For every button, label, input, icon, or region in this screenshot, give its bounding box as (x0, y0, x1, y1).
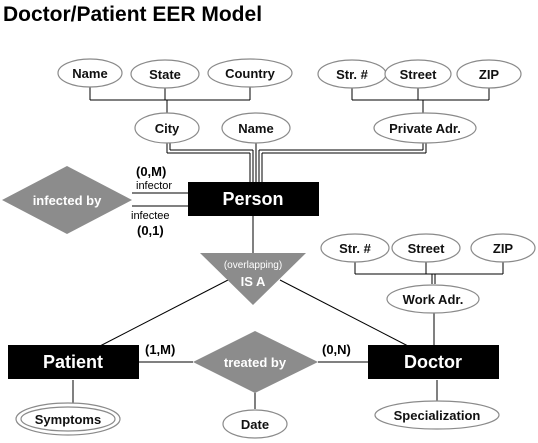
attribute-country: Country (207, 58, 293, 88)
entity-patient: Patient (8, 345, 139, 379)
svg-text:Work Adr.: Work Adr. (403, 292, 464, 307)
attribute-name-person: Name (221, 112, 291, 144)
svg-text:Patient: Patient (43, 352, 103, 372)
svg-text:Street: Street (408, 241, 446, 256)
attribute-work-zip: ZIP (470, 233, 536, 263)
svg-text:Date: Date (241, 417, 269, 432)
svg-text:infected by: infected by (33, 193, 102, 208)
svg-text:treated by: treated by (224, 355, 287, 370)
attribute-date: Date (222, 409, 288, 439)
attribute-specialization: Specialization (374, 400, 500, 430)
isa-constraint: (overlapping) (224, 260, 282, 271)
cardinality-infector: (0,M) (136, 164, 166, 179)
cardinality-doctor-treated: (0,N) (322, 342, 351, 357)
svg-text:State: State (149, 67, 181, 82)
entity-doctor: Doctor (368, 345, 499, 379)
svg-text:Person: Person (222, 189, 283, 209)
svg-text:Str. #: Str. # (336, 67, 369, 82)
svg-text:Name: Name (238, 121, 273, 136)
connector-lines (72, 86, 504, 409)
svg-text:Symptoms: Symptoms (35, 412, 101, 427)
attribute-work-street: Street (391, 233, 461, 263)
relationship-treated-by: treated by (193, 331, 318, 393)
attribute-state: State (130, 59, 200, 89)
attribute-name-city: Name (57, 58, 123, 88)
cardinality-patient-treated: (1,M) (145, 342, 175, 357)
entity-person: Person (188, 182, 319, 216)
attribute-work-str: Str. # (320, 233, 390, 263)
svg-text:Private Adr.: Private Adr. (389, 121, 461, 136)
svg-text:Str. #: Str. # (339, 241, 372, 256)
attribute-private-street: Street (384, 59, 452, 89)
isa-label: IS A (241, 274, 266, 289)
role-infectee: infectee (131, 210, 170, 222)
attribute-private-str: Str. # (317, 59, 387, 89)
attribute-work-adr: Work Adr. (386, 284, 480, 314)
attribute-private-zip: ZIP (456, 59, 522, 89)
isa-specialization: (overlapping) IS A (200, 253, 306, 305)
attribute-city: City (134, 112, 200, 144)
svg-text:City: City (155, 121, 180, 136)
diagram-title: Doctor/Patient EER Model (3, 3, 262, 26)
svg-text:Name: Name (72, 66, 107, 81)
svg-text:ZIP: ZIP (493, 241, 514, 256)
attribute-private-adr: Private Adr. (373, 112, 477, 144)
cardinality-infectee: (0,1) (137, 223, 164, 238)
svg-text:Specialization: Specialization (394, 408, 481, 423)
role-infector: infector (136, 180, 172, 192)
svg-text:ZIP: ZIP (479, 67, 500, 82)
svg-text:Doctor: Doctor (404, 352, 462, 372)
svg-text:Street: Street (400, 67, 438, 82)
relationship-infected-by: infected by (2, 166, 132, 234)
attribute-symptoms: Symptoms (15, 402, 121, 436)
svg-text:Country: Country (225, 66, 276, 81)
